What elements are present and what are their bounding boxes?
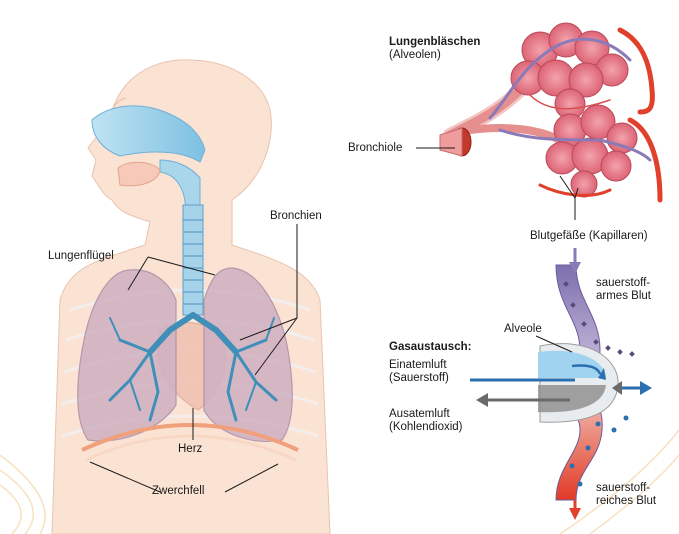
alveoli-illustration <box>439 22 663 203</box>
label-low-oxygen-line1: sauerstoff- <box>596 277 651 289</box>
label-alveoli-subtitle: (Alveolen) <box>389 49 441 61</box>
label-blood-vessels: Blutgefäße (Kapillaren) <box>530 230 648 242</box>
airway <box>91 105 206 316</box>
alveoli-leader-lines <box>416 147 579 220</box>
label-heart: Herz <box>178 443 203 455</box>
body-leader-lines <box>89 224 298 493</box>
background-curves <box>0 429 679 534</box>
label-high-oxygen-line1: sauerstoff- <box>596 482 651 494</box>
label-low-oxygen-line2: armes Blut <box>596 290 651 302</box>
label-alveoli-title: Lungenbläschen <box>389 36 481 48</box>
label-exhaled-line1: Ausatemluft <box>389 408 450 420</box>
label-alveole: Alveole <box>504 323 542 335</box>
label-exhaled-line2: (Kohlendioxid) <box>389 421 463 433</box>
label-gas-exchange: Gasaustausch: <box>389 341 472 353</box>
label-bronchiole: Bronchiole <box>348 142 403 154</box>
gas-exchange-illustration <box>470 248 652 520</box>
lungs <box>77 267 299 462</box>
label-high-oxygen-line2: reiches Blut <box>596 495 657 507</box>
label-inhaled-line1: Einatemluft <box>389 359 447 371</box>
label-bronchi: Bronchien <box>270 210 322 222</box>
label-diaphragm: Zwerchfell <box>152 485 205 497</box>
label-inhaled-line2: (Sauerstoff) <box>389 372 449 384</box>
label-lung-wing: Lungenflügel <box>48 250 114 262</box>
